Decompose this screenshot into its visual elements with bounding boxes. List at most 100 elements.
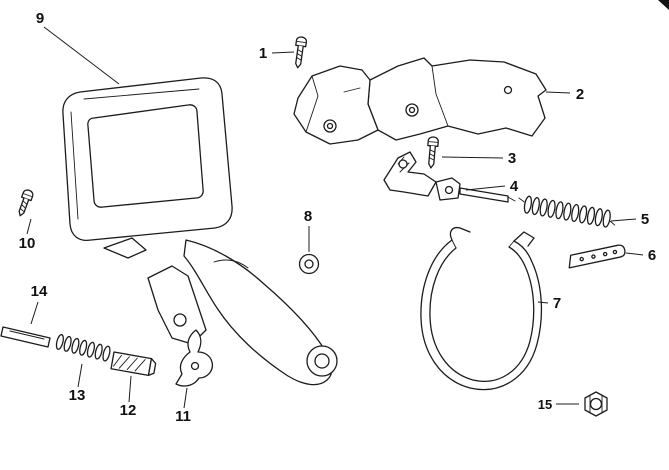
sleeve-dot [602,251,608,257]
part-screw-10 [18,189,34,217]
part-block [110,351,157,376]
coil [586,206,596,225]
screw-slot [23,193,32,197]
nut-hole [589,397,603,411]
part-coil-spring-short [55,334,111,362]
plate-inner-fold [305,75,319,133]
callout-2: 2 [545,86,584,103]
coil [102,345,111,362]
callout-10: 10 [19,218,36,252]
clevis-hole [444,185,454,195]
plate-outer-fold [431,65,449,127]
housing-detail-line [213,259,249,269]
leader-line [545,91,571,94]
callout-label: 4 [510,178,519,195]
callout-11: 11 [175,387,191,425]
coil [63,335,72,352]
callout-label: 14 [31,283,48,300]
block-hatch [113,354,146,372]
bracket-body [147,265,207,345]
nut-facets [589,394,603,414]
spring-end-wire [609,220,616,226]
plate-outer [367,57,547,141]
callout-4: 4 [465,178,519,195]
band-end-join [451,239,515,249]
part-trigger-bracket [103,237,207,365]
callout-label: 11 [175,408,191,425]
band-tab-end [513,231,535,247]
sleeve-dot [591,254,596,259]
part-grommet [298,253,320,275]
part-housing-cover [183,239,338,386]
coil [563,202,572,221]
leader-line [30,301,39,325]
rod-slot [9,330,45,340]
callout-5: 5 [610,211,649,228]
plate-inner-slot [343,87,361,93]
coil [55,334,64,350]
housing-outline [183,239,333,386]
screw-slot [428,141,438,143]
lever-bracket [383,151,437,197]
coil [555,201,564,220]
sleeve-dot [612,249,618,255]
callout-label: 5 [641,211,649,228]
hand-guard-edge-line-top [83,88,200,100]
screw-threads [19,200,28,213]
coil [71,337,80,354]
leader-line [465,185,506,191]
callout-7: 7 [537,295,561,312]
corner-mark [658,0,669,10]
band-inner [429,246,535,382]
coil [602,209,611,228]
leader-line [441,156,504,159]
part-knurled-sleeve [568,244,626,269]
part-screw-3 [427,136,439,169]
callout-label: 10 [19,235,36,252]
coil [86,341,96,358]
callout-label: 13 [69,387,86,404]
callout-label: 3 [508,150,516,167]
callout-13: 13 [69,363,86,404]
plate-inner [293,65,379,145]
leader-line [271,51,295,54]
part-hex-nut [584,391,608,417]
sleeve-body [568,244,626,269]
leader-line [537,301,549,304]
part-flat-rod [0,326,51,348]
block-body [110,351,153,376]
coil [547,199,556,218]
bracket-pivot-hole [398,159,408,169]
part-brake-band [420,226,543,391]
coil [571,203,580,223]
leader-line [77,363,83,388]
callout-label: 2 [576,86,584,103]
bracket-hole [173,313,187,327]
band-hook-end [449,226,471,241]
band-outer [420,239,543,391]
part-lever-pawl [175,329,214,387]
nut-body [584,391,608,417]
adjuster-rod [459,187,509,203]
leader-line [128,375,132,403]
screw-slot [296,41,306,44]
hand-guard-window [87,104,204,208]
part-brake-lever-assembly [383,151,516,203]
callout-label: 1 [259,45,267,62]
callout-8: 8 [304,208,312,252]
callout-label: 12 [120,402,137,419]
leader-line [610,218,637,222]
leader-line [625,252,644,256]
block-end-face [147,357,157,376]
coil [539,198,548,217]
coil [578,205,588,224]
housing-boss-hole [314,353,330,369]
callout-label: 7 [553,295,561,312]
callout-label: 9 [36,10,44,27]
part-hand-guard [62,77,233,242]
leader-line [43,26,120,85]
leader-line [26,218,32,235]
coil [79,339,88,356]
screw-threads [296,49,303,61]
